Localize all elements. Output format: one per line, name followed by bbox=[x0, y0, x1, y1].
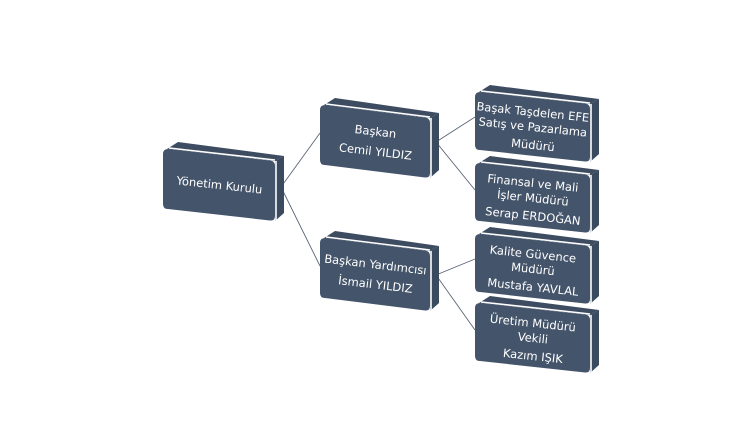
node-finansal-mali-line-2: İşler Müdürü bbox=[496, 186, 569, 208]
box-top-face bbox=[479, 85, 599, 104]
box-side-face bbox=[430, 246, 439, 311]
box-top-face bbox=[479, 156, 599, 175]
connector-line bbox=[435, 258, 476, 276]
box-edge-line bbox=[480, 232, 591, 246]
connectors bbox=[280, 116, 476, 331]
box-top-face bbox=[479, 227, 599, 246]
node-satis-pazarlama[interactable]: Başak Taşdelen EFE Satış ve Pazarlama Mü… bbox=[475, 85, 599, 162]
box-top-face bbox=[324, 231, 439, 251]
node-uretim-line-3: Kazım IŞIK bbox=[502, 346, 564, 366]
box-top-face bbox=[324, 98, 439, 118]
box-front-face bbox=[475, 92, 590, 162]
node-uretim[interactable]: Üretim Müdürü Vekili Kazım IŞIK bbox=[475, 296, 599, 373]
box-side-face bbox=[590, 170, 599, 233]
node-kalite-guvence-line-2: Müdürü bbox=[510, 260, 555, 278]
box-side-face bbox=[590, 99, 599, 162]
node-finansal-mali[interactable]: Finansal ve Mali İşler Müdürü Serap ERDO… bbox=[475, 156, 599, 233]
node-root[interactable]: Yönetim Kurulu bbox=[163, 142, 284, 221]
box-edge-line bbox=[168, 147, 276, 161]
connector-line bbox=[435, 274, 476, 331]
box-side-face bbox=[590, 241, 599, 304]
box-edge-line bbox=[325, 103, 431, 118]
box-edge-line bbox=[480, 161, 591, 175]
box-side-face bbox=[430, 113, 439, 178]
box-front-face bbox=[475, 234, 590, 304]
box-edge-line bbox=[325, 236, 431, 251]
box-front-face bbox=[475, 163, 590, 233]
box-edge-line bbox=[480, 301, 591, 315]
box-front-face bbox=[320, 238, 430, 311]
connector-line bbox=[435, 141, 476, 191]
node-uretim-line-2: Vekili bbox=[517, 329, 549, 346]
box-front-face bbox=[475, 303, 590, 373]
box-top-face bbox=[167, 142, 284, 161]
node-satis-pazarlama-line-3: Müdürü bbox=[510, 136, 555, 154]
box-front-face bbox=[163, 149, 275, 221]
node-kalite-guvence[interactable]: Kalite Güvence Müdürü Mustafa YAVLAL bbox=[475, 227, 599, 304]
node-baskan[interactable]: Başkan Cemil YILDIZ bbox=[320, 98, 439, 178]
box-top-face bbox=[479, 296, 599, 315]
box-front-face bbox=[320, 105, 430, 178]
box-edge-line bbox=[480, 90, 591, 104]
box-side-face bbox=[590, 310, 599, 373]
connector-line bbox=[280, 186, 321, 267]
node-baskan-title: Başkan bbox=[354, 122, 397, 141]
connector-line bbox=[435, 116, 476, 143]
node-baskan-yardimcisi[interactable]: Başkan Yardımcısı İsmail YILDIZ bbox=[320, 231, 439, 311]
connector-line bbox=[280, 132, 321, 188]
box-side-face bbox=[275, 156, 284, 221]
